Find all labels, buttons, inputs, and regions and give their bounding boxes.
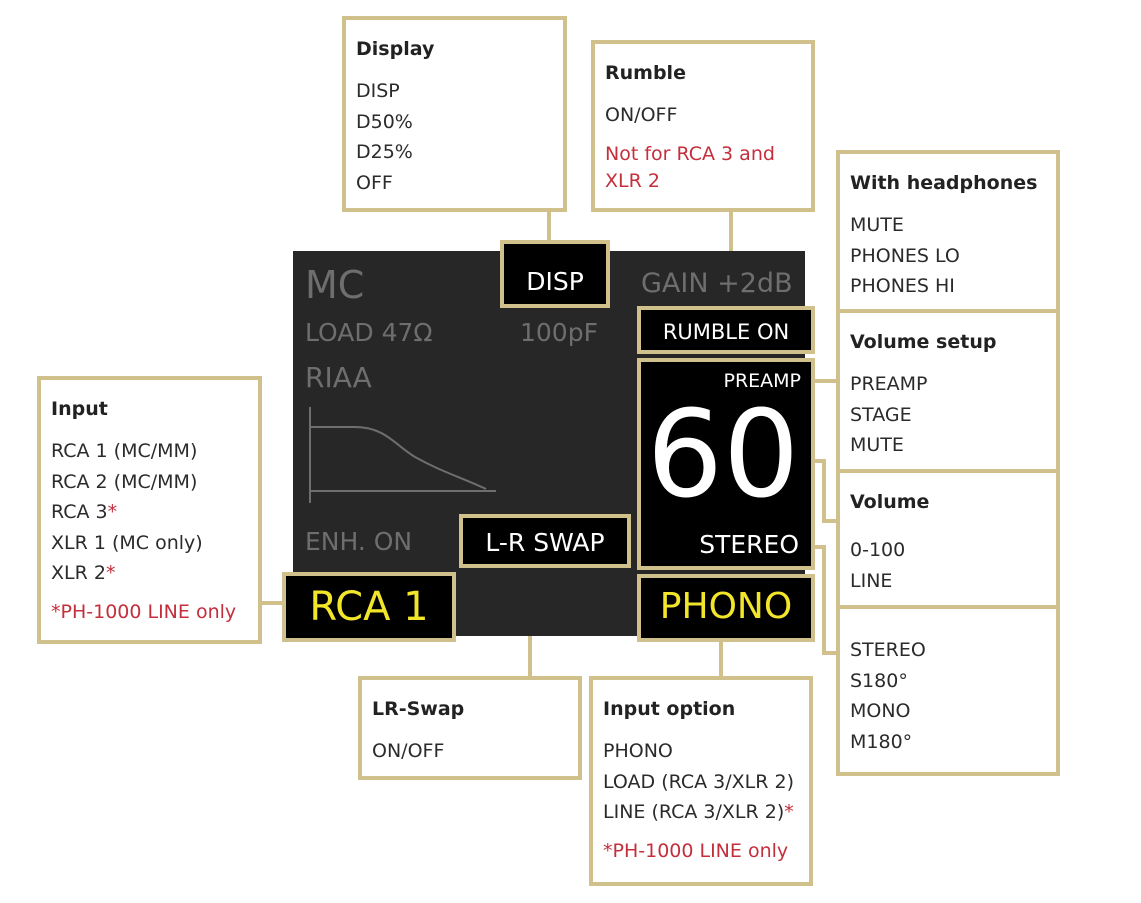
volume-setup-connector [806,379,840,383]
stereo-callout: STEREO S180° MONO M180° [836,605,1060,776]
callout-title: Volume setup [850,331,997,353]
display-connector [547,208,551,244]
input-option-connector [719,642,723,680]
input-option-indicator: PHONO [637,574,815,642]
input-option-callout: Input option PHONO LOAD (RCA 3/XLR 2) LI… [589,676,813,886]
volume-connector-bottom [822,519,840,523]
eq-label: RIAA [305,361,372,394]
callout-title: LR-Swap [372,698,465,720]
volume-value: 60 [646,386,800,525]
volume-mode-label: PREAMP [723,370,801,392]
riaa-curve [310,426,487,490]
list-item: MONO [850,700,911,722]
list-item: S180° [850,669,908,692]
enhance-label: ENH. ON [305,527,413,556]
rumble-indicator: RUMBLE ON [637,306,815,354]
list-item: PHONES HI [850,275,955,297]
callout-title: Input [51,398,108,420]
volume-callout: Volume 0-100 LINE [836,469,1060,609]
list-item: MUTE [850,434,904,456]
input-note: *PH-1000 LINE only [51,600,237,623]
list-item: ON/OFF [605,104,678,126]
list-item: LINE (RCA 3/XLR 2)* [603,801,794,823]
gain-label: GAIN +2dB [641,268,793,299]
asterisk-mark: * [107,501,118,523]
display-callout: Display DISP D50% D25% OFF [342,16,567,212]
list-item: DISP [356,80,400,102]
list-item: PHONES LO [850,244,960,267]
disp-indicator: DISP [500,240,610,308]
list-item: STEREO [850,639,926,661]
volume-indicator: PREAMP 60 STEREO [637,358,815,570]
list-item: LINE [850,569,893,592]
list-item: OFF [356,171,393,194]
callout-title: Display [356,38,435,60]
list-item: MUTE [850,214,904,236]
rumble-callout: Rumble ON/OFF Not for RCA 3 and XLR 2 [591,40,815,212]
asterisk-mark: * [784,801,794,823]
input-option-note: *PH-1000 LINE only [603,839,789,862]
capacitance-label: 100pF [520,318,598,347]
list-item: STAGE [850,403,912,426]
list-item: LOAD (RCA 3/XLR 2) [603,770,795,793]
volume-connector-v [822,459,826,523]
load-label: LOAD 47Ω [305,318,433,347]
input-connector [258,601,286,605]
mode-label: MC [305,263,365,307]
stereo-label: STEREO [699,530,799,559]
list-item: PREAMP [850,373,928,395]
list-item: M180° [850,730,913,753]
list-item: 0-100 [850,539,906,561]
list-item: D50% [356,110,413,133]
callout-title: With headphones [850,172,1038,194]
stereo-connector-top [806,545,824,549]
list-item: XLR 2* [51,562,116,584]
headphones-callout: With headphones MUTE PHONES LO PHONES HI [836,150,1060,313]
stereo-connector-bottom [822,651,840,655]
lr-swap-callout: LR-Swap ON/OFF [358,676,582,780]
volume-setup-callout: Volume setup PREAMP STAGE MUTE [836,309,1060,473]
lr-swap-indicator: L-R SWAP [459,514,631,568]
list-item: RCA 2 (MC/MM) [51,470,198,493]
callout-title: Rumble [605,62,686,84]
input-callout: Input RCA 1 (MC/MM) RCA 2 (MC/MM) RCA 3*… [37,376,262,644]
list-item: PHONO [603,740,673,762]
list-item: RCA 1 (MC/MM) [51,440,198,462]
list-item: RCA 3* [51,501,118,523]
stereo-connector-v [822,545,826,655]
asterisk-mark: * [105,562,116,584]
callout-title: Volume [850,491,930,513]
list-item: D25% [356,141,413,163]
callout-title: Input option [603,698,736,720]
input-indicator: RCA 1 [282,572,456,642]
list-item: XLR 1 (MC only) [51,531,203,554]
volume-connector-top [806,459,824,463]
rumble-note: Not for RCA 3 and XLR 2 [605,142,775,192]
riaa-curve-graph [309,407,496,503]
list-item: ON/OFF [372,740,445,762]
